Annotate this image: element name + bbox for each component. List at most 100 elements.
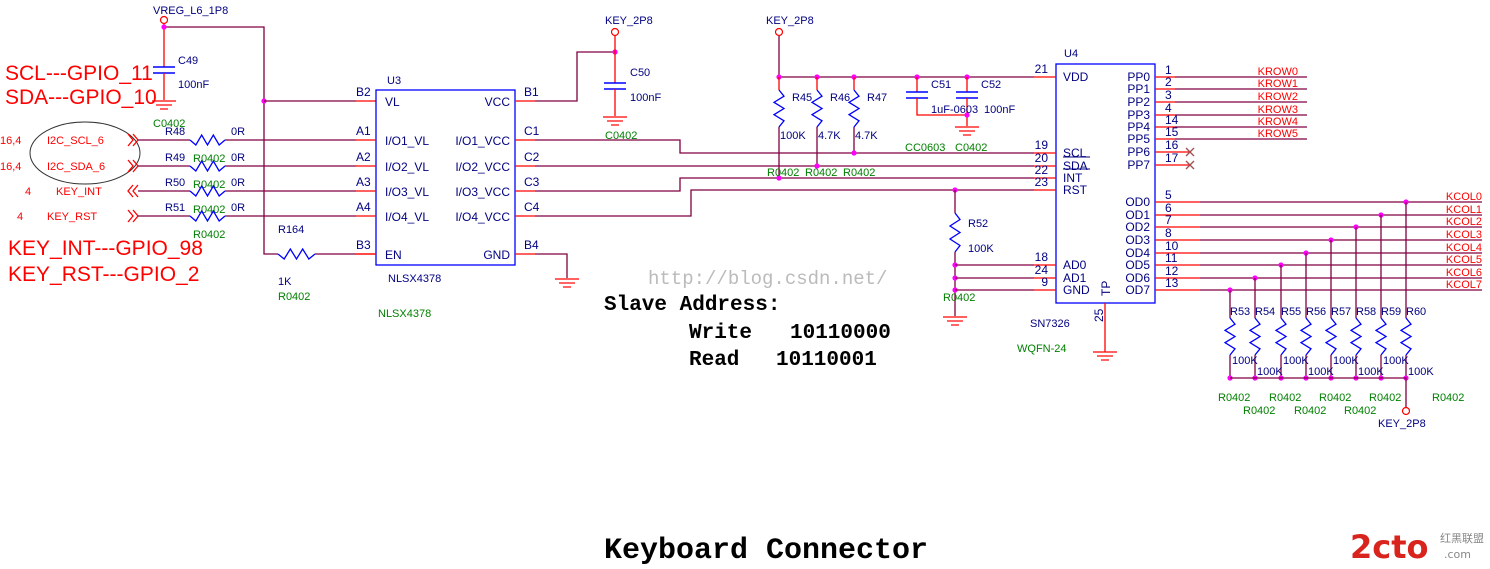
signal-resistor-package: R0402 [193,179,225,191]
u4-pin-name: OD7 [1125,283,1150,297]
wire [535,189,1034,217]
u3-pin-num: A4 [356,200,371,214]
c51-value: 1uF-0603 [931,104,978,116]
u4-pin-name: OD3 [1125,233,1150,247]
watermark: http://blog.csdn.net/ [648,268,887,290]
port-arrow-icon [127,159,134,173]
u3-pin-num: B3 [356,238,371,252]
u4-ref: U4 [1064,48,1078,60]
col-resistor-value: 100K [1383,355,1409,367]
signal-resistor-ref: R50 [165,177,185,189]
power-port-icon [774,27,784,37]
u4-pin-name: AD0 [1063,258,1087,272]
logo-2cto: 2cto [1350,528,1429,566]
u4-pin-name: RST [1063,183,1088,197]
pullup-value: 100K [780,130,806,142]
pullup-ref: R46 [830,92,850,104]
u4-pin-num: 1 [1165,63,1172,77]
r52-package: R0402 [943,292,975,304]
u4-pin-num: 20 [1035,151,1049,165]
signal-resistor-value: 0R [231,126,245,138]
pullup-ref: R45 [792,92,812,104]
u3-pin-num: A3 [356,175,371,189]
kcol-net-label: KCOL5 [1446,254,1482,266]
u3-pin-num: C3 [524,175,540,189]
u4-pin-name: OD5 [1125,258,1150,272]
slave-address-heading: Slave Address: [604,294,780,317]
u3-pin-name: I/O1_VL [385,134,429,148]
resistor-icon [1399,317,1413,356]
signal-resistor-ref: R48 [165,126,185,138]
u4-pin-num: 8 [1165,226,1172,240]
krow-net-label: KROW0 [1258,66,1298,78]
u4-pin-num: 7 [1165,213,1172,227]
u4-pin-num: 5 [1165,188,1172,202]
u3-pin-name: I/O3_VL [385,185,429,199]
resistor-icon [948,212,962,253]
resistor-icon [277,247,316,261]
u4-pin-name: PP2 [1127,95,1150,109]
col-resistor-package: R0402 [1294,405,1326,417]
u4-pin-name: OD6 [1125,271,1150,285]
u3-pin-num: C1 [524,124,540,138]
col-resistor-package: R0402 [1432,392,1464,404]
col-resistor-ref: R60 [1406,306,1426,318]
signal-resistor-value: 0R [231,202,245,214]
u4-pin-num: 4 [1165,101,1172,115]
col-resistor-ref: R53 [1230,306,1250,318]
u3-pin-num: C2 [524,150,540,164]
u4-tp-name: TP [1099,281,1113,296]
krow-net-label: KROW5 [1258,128,1298,140]
pullup-package: R0402 [843,167,875,179]
u4-pin-num: 17 [1165,151,1179,165]
signal-sheet-ref: 4 [17,211,23,223]
u3-pin-name: I/O2_VL [385,160,429,174]
signal-sheet-ref: 4 [25,186,31,198]
u4-pin-name: PP4 [1127,120,1150,134]
u3-pin-num: C4 [524,200,540,214]
kcol-net-label: KCOL2 [1446,216,1482,228]
u4-pin-name: PP7 [1127,158,1150,172]
kcol-net-label: KCOL6 [1446,267,1482,279]
u4-pin-name: PP1 [1127,82,1150,96]
u4-pin-num: 15 [1165,125,1179,139]
signal-sheet-ref: 16,4 [0,161,21,173]
u3-pin-name: EN [385,248,402,262]
col-resistor-package: R0402 [1319,392,1351,404]
col-resistor-value: 100K [1333,355,1359,367]
write-label: Write [689,322,752,345]
kcol-net-label: KCOL7 [1446,279,1482,291]
pullup-package: R0402 [767,167,799,179]
u4-pin-name: PP0 [1127,70,1150,84]
no-connect-icon [1185,147,1195,157]
c49-value: 100nF [178,79,209,91]
col-resistor-ref: R56 [1306,306,1326,318]
u4-pin-name: PP5 [1127,132,1150,146]
u4-pin-num: 9 [1041,275,1048,289]
resistor-icon [189,133,226,147]
u4-pin-num: 13 [1165,276,1179,290]
r164-ref: R164 [278,224,304,236]
resistor-icon [1248,317,1262,356]
u4-pin-num: 14 [1165,113,1179,127]
u4-pin-num: 6 [1165,201,1172,215]
read-label: Read [689,349,739,372]
u4-pin-num: 18 [1035,250,1049,264]
col-resistor-value: 100K [1408,366,1434,378]
u3-ref: U3 [387,75,401,87]
note-scl: SCL---GPIO_11 [5,62,153,85]
pullup-value: 4.7K [855,130,878,142]
u3-body [375,89,516,266]
kcol-net-label: KCOL0 [1446,191,1482,203]
u4-pin-num: 12 [1165,264,1179,278]
resistor-icon [189,159,226,173]
key-2p8-label: KEY_2P8 [605,15,653,27]
u3-pin-name: I/O1_VCC [455,134,510,148]
wire [535,253,568,278]
kcol-net-label: KCOL3 [1446,229,1482,241]
u4-pin-num: 22 [1035,163,1049,177]
no-connect-icon [1185,160,1195,170]
resistor-icon [1223,317,1237,356]
col-resistor-ref: R57 [1331,306,1351,318]
u3-pin-name: VCC [485,95,511,109]
